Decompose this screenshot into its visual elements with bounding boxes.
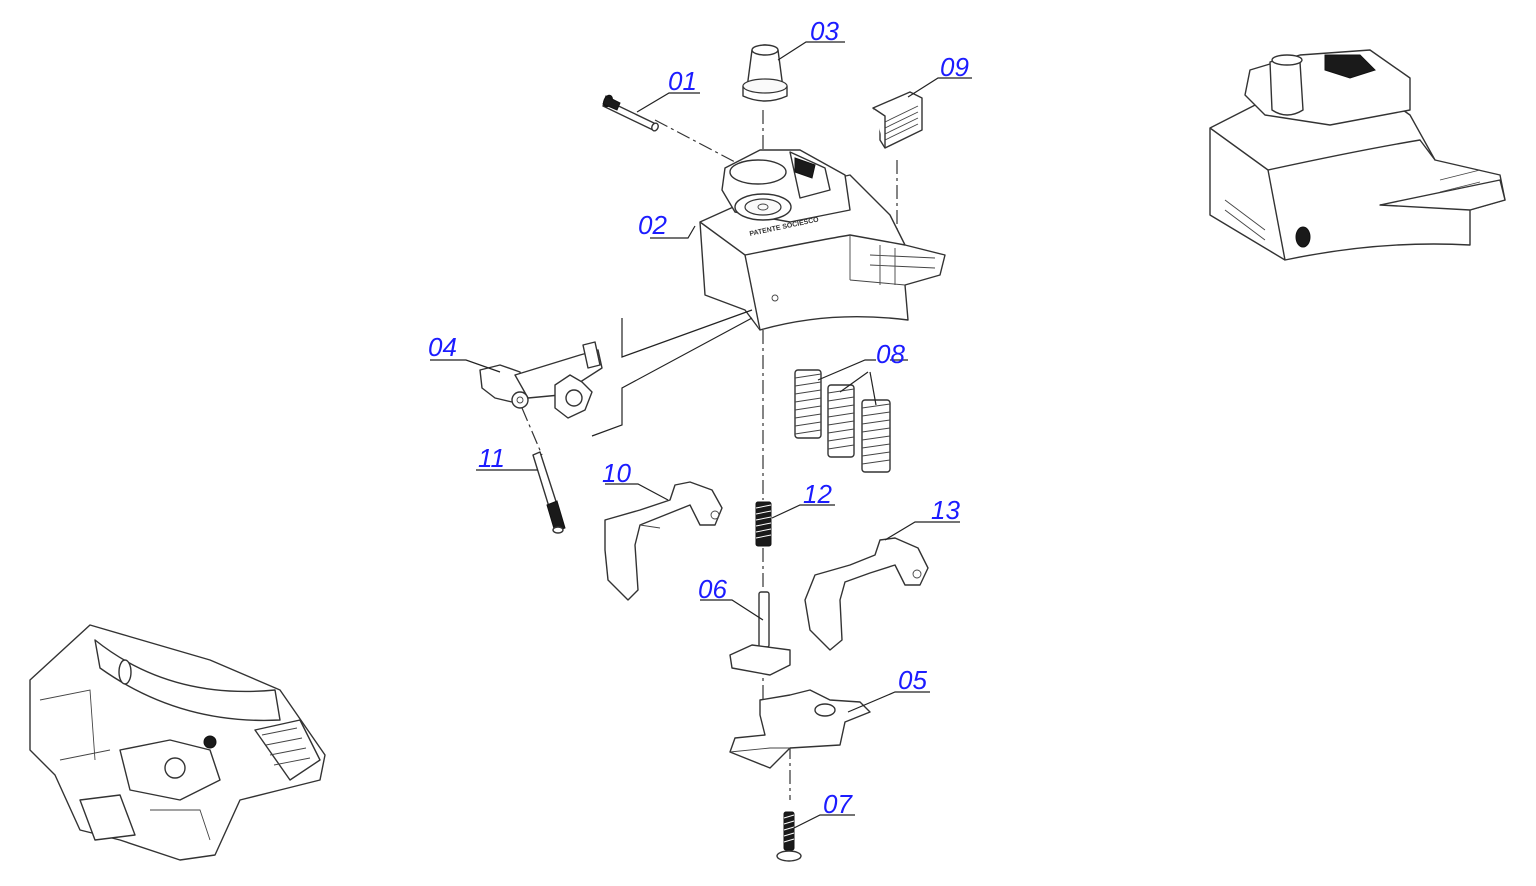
part-02-main-body: PATENTE SOCIESCO	[699, 149, 946, 331]
label-part-11: 11	[478, 443, 505, 473]
part-12-small-spring	[755, 501, 772, 547]
label-part-07: 07	[823, 789, 853, 819]
part-04-lever	[479, 341, 603, 419]
label-part-06: 06	[698, 574, 727, 604]
label-part-09: 09	[940, 52, 969, 82]
part-10-hook	[604, 481, 723, 601]
label-part-08: 08	[876, 339, 905, 369]
detail-callout-lines	[591, 309, 753, 437]
part-03-knob	[742, 44, 788, 102]
spring-3	[861, 399, 891, 473]
label-part-10: 10	[602, 458, 631, 488]
label-part-03: 03	[810, 16, 839, 46]
assembled-view-bottom	[29, 624, 326, 861]
label-part-01: 01	[668, 66, 697, 96]
spring-2	[827, 384, 855, 458]
part-01-pin	[602, 94, 659, 132]
part-09-clip	[872, 91, 923, 149]
label-part-04: 04	[428, 332, 457, 362]
part-07-screw	[776, 811, 802, 862]
label-part-05: 05	[898, 665, 927, 695]
part-05-base-plate	[729, 689, 871, 769]
leader-lines	[430, 41, 972, 831]
assembled-view-top	[1209, 49, 1506, 261]
part-13-hook	[804, 537, 929, 651]
part-08-springs	[794, 369, 891, 473]
part-labels: 01 02 03 04 05 06 07 08 09 10 11 12 13	[428, 16, 969, 819]
part-11-pin	[532, 451, 566, 534]
label-part-02: 02	[638, 210, 667, 240]
label-part-12: 12	[803, 479, 832, 509]
label-part-13: 13	[931, 495, 960, 525]
part-06-t-bolt	[729, 591, 791, 676]
spring-1	[794, 369, 822, 439]
